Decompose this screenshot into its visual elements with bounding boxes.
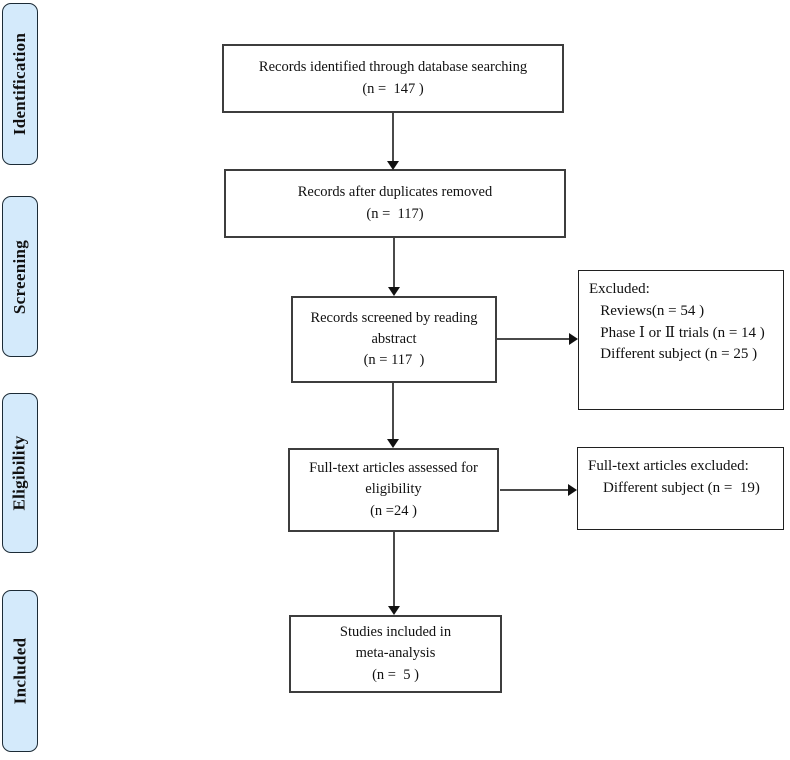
arrow-line (393, 532, 395, 606)
arrow-down-icon (388, 287, 400, 296)
stage-label-screening-text: Screening (10, 239, 30, 314)
box-excluded-screening: Excluded: Reviews(n = 54 ) Phase Ⅰ or Ⅱ … (578, 270, 784, 410)
box-excluded-screening-text: Excluded: Reviews(n = 54 ) Phase Ⅰ or Ⅱ … (589, 281, 765, 363)
arrow-line (393, 238, 395, 287)
box-excluded-fulltext: Full-text articles excluded: Different s… (577, 447, 784, 530)
arrow-down-identified-to-deduplicated (387, 113, 399, 170)
box-records-screened-text: Records screened by reading abstract (n … (310, 309, 478, 368)
stage-label-screening: Screening (2, 196, 38, 357)
box-records-identified-text: Records identified through database sear… (258, 59, 528, 97)
arrow-down-icon (387, 161, 399, 170)
box-studies-included-text: Studies included in meta-analysis (n = 5… (339, 624, 452, 683)
stage-label-included: Included (2, 590, 38, 752)
arrow-line (392, 383, 394, 439)
stage-label-eligibility: Eligibility (2, 393, 38, 553)
stage-label-eligibility-text: Eligibility (10, 435, 29, 511)
box-duplicates-removed-text: Records after duplicates removed (n = 11… (297, 184, 493, 222)
box-fulltext-assessed-text: Full-text articles assessed for eligibil… (309, 460, 478, 519)
box-records-screened: Records screened by reading abstract (n … (291, 296, 497, 383)
arrow-down-deduplicated-to-screened (388, 238, 400, 296)
arrow-down-icon (387, 439, 399, 448)
arrow-down-screened-to-fulltext (387, 383, 399, 448)
stage-label-included-text: Included (10, 637, 29, 705)
stage-label-identification: Identification (2, 3, 38, 165)
stage-label-identification-text: Identification (10, 32, 29, 136)
arrow-right-fulltext-to-excluded (500, 484, 577, 496)
arrow-right-screened-to-excluded (497, 333, 578, 345)
box-studies-included: Studies included in meta-analysis (n = 5… (289, 615, 502, 693)
arrow-right-icon (569, 333, 578, 345)
arrow-down-fulltext-to-included (388, 532, 400, 615)
arrow-down-icon (388, 606, 400, 615)
box-records-identified: Records identified through database sear… (222, 44, 564, 113)
arrow-right-icon (568, 484, 577, 496)
box-fulltext-assessed: Full-text articles assessed for eligibil… (288, 448, 499, 532)
arrow-line (497, 338, 569, 340)
arrow-line (500, 489, 568, 491)
arrow-line (392, 113, 394, 161)
box-excluded-fulltext-text: Full-text articles excluded: Different s… (588, 458, 760, 496)
box-duplicates-removed: Records after duplicates removed (n = 11… (224, 169, 566, 238)
